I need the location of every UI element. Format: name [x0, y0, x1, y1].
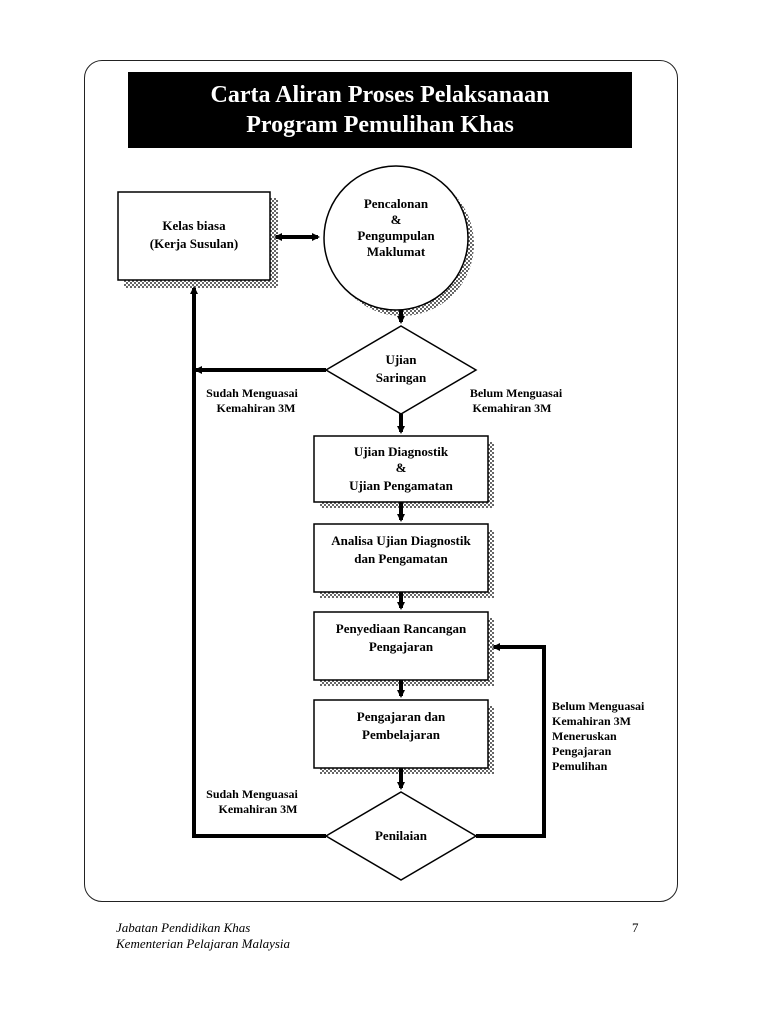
title-box: Carta Aliran Proses Pelaksanaan Program … [128, 72, 632, 148]
arrow-penilaian-to-penyediaan [476, 643, 546, 838]
label-belum-right-1: Belum Menguasai [552, 699, 645, 713]
title-line-2: Program Pemulihan Khas [246, 112, 514, 138]
pengajaran-text-2: Pembelajaran [362, 727, 441, 742]
analisa-text-1: Analisa Ujian Diagnostik [331, 533, 471, 548]
footer-org: Jabatan Pendidikan Khas Kementerian Pela… [116, 920, 290, 952]
node-ujian-diagnostik [313, 435, 489, 503]
footer-line-1: Jabatan Pendidikan Khas [116, 920, 251, 935]
saringan-text-2: Saringan [376, 370, 427, 385]
diagnostik-text-2: & [396, 460, 407, 475]
pencalonan-text-1: Pencalonan [364, 196, 429, 211]
saringan-text-1: Ujian [385, 352, 417, 367]
label-belum-top-2: Kemahiran 3M [473, 401, 552, 415]
page-number: 7 [632, 920, 639, 935]
penyediaan-text-1: Penyediaan Rancangan [336, 621, 467, 636]
node-pencalonan [323, 165, 469, 311]
pencalonan-text-3: Pengumpulan [357, 228, 435, 243]
label-belum-right-3: Meneruskan [552, 729, 617, 743]
pencalonan-text-4: Maklumat [367, 244, 426, 259]
diagnostik-text-1: Ujian Diagnostik [354, 444, 449, 459]
penyediaan-text-2: Pengajaran [369, 639, 434, 654]
node-kelas-biasa [117, 191, 271, 281]
label-sudah-top-1: Sudah Menguasai [206, 386, 298, 400]
analisa-text-2: dan Pengamatan [354, 551, 448, 566]
pengajaran-text-1: Pengajaran dan [357, 709, 446, 724]
page-frame [84, 60, 678, 902]
title-line-1: Carta Aliran Proses Pelaksanaan [210, 82, 550, 108]
kelas-text-1: Kelas biasa [162, 218, 226, 233]
node-penyediaan [313, 611, 489, 681]
footer-line-2: Kementerian Pelajaran Malaysia [116, 936, 291, 951]
label-sudah-bottom-2: Kemahiran 3M [219, 802, 298, 816]
connectors [190, 233, 546, 838]
diagnostik-text-3: Ujian Pengamatan [349, 478, 453, 493]
label-belum-top-1: Belum Menguasai [470, 386, 563, 400]
node-analisa [313, 523, 489, 593]
node-penilaian [324, 791, 478, 881]
label-sudah-bottom-1: Sudah Menguasai [206, 787, 298, 801]
arrow-penilaian-to-kelas [190, 286, 326, 838]
pencalonan-text-2: & [391, 212, 402, 227]
label-sudah-top-2: Kemahiran 3M [217, 401, 296, 415]
label-belum-right-5: Pemulihan [552, 759, 608, 773]
kelas-text-2: (Kerja Susulan) [150, 236, 238, 251]
label-belum-right-2: Kemahiran 3M [552, 714, 631, 728]
label-belum-right-4: Pengajaran [552, 744, 612, 758]
penilaian-text: Penilaian [375, 828, 428, 843]
node-pengajaran [313, 699, 489, 769]
